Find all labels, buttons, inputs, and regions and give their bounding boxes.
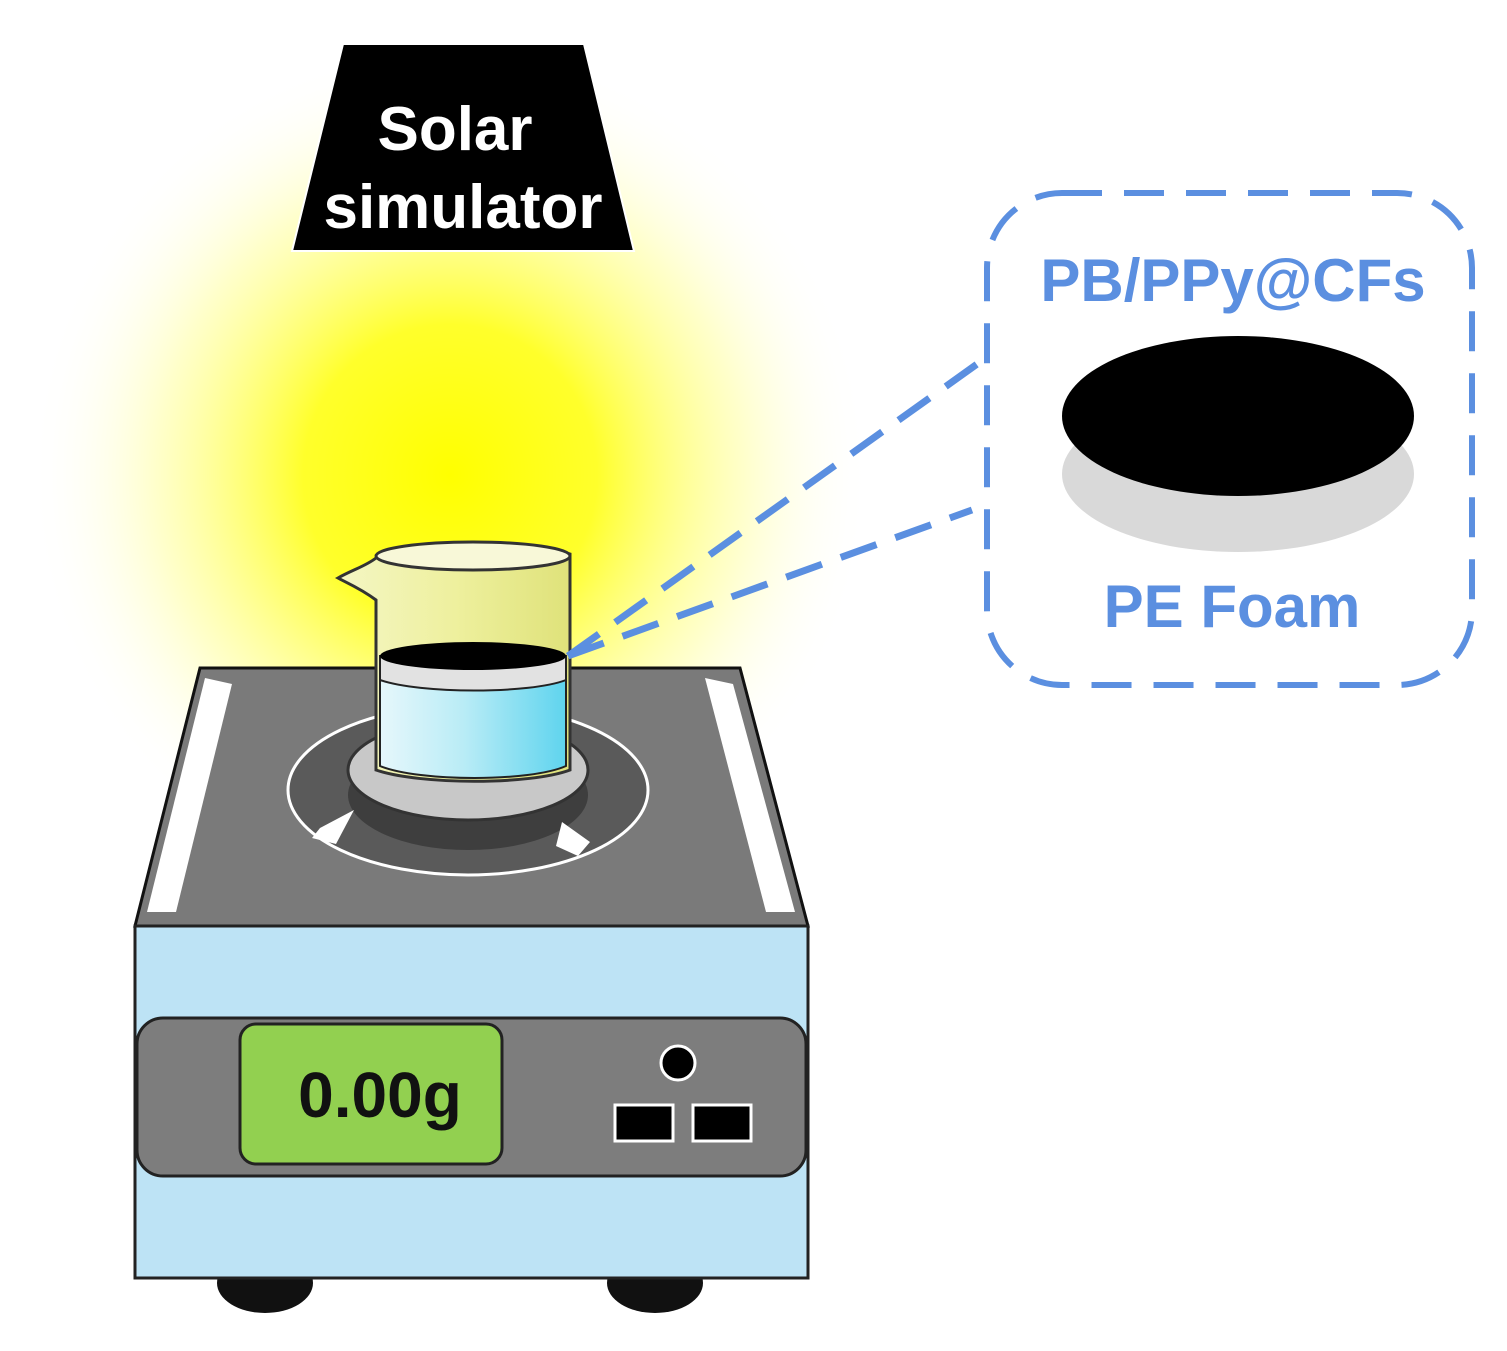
- absorber-disc-top: [380, 642, 566, 670]
- callout-line-lower: [566, 506, 974, 660]
- callout-line-upper: [565, 359, 983, 659]
- solar-simulator-body: [290, 43, 636, 252]
- balance-top-left-highlight: [147, 678, 232, 912]
- pan-marker-left: [312, 810, 354, 844]
- solar-simulator: Solar simulator: [290, 43, 636, 252]
- beaker: [334, 540, 572, 783]
- beaker-rim: [374, 540, 572, 572]
- balance-body: 0.00g: [133, 924, 810, 1313]
- pan-marker-right: [556, 822, 590, 856]
- callout-lines: [565, 359, 983, 660]
- solar-simulator-label-line2: simulator: [323, 173, 602, 242]
- pb-ppy-cfs-layer: [1062, 336, 1414, 496]
- solar-simulator-label-line1: Solar: [377, 95, 532, 164]
- inset-top-layer-label: PB/PPy@CFs: [1040, 247, 1425, 314]
- inset-bottom-layer-label: PE Foam: [1104, 573, 1361, 640]
- balance-display-screen: [238, 1022, 504, 1166]
- inset-magnified-view: PB/PPy@CFs PE Foam: [984, 190, 1475, 688]
- balance-button-right: [691, 1103, 753, 1143]
- balance-display-reading: 0.00g: [298, 1059, 462, 1131]
- power-button-icon: [659, 1044, 697, 1082]
- balance-button-left: [613, 1103, 675, 1143]
- balance-top-right-highlight: [705, 678, 795, 912]
